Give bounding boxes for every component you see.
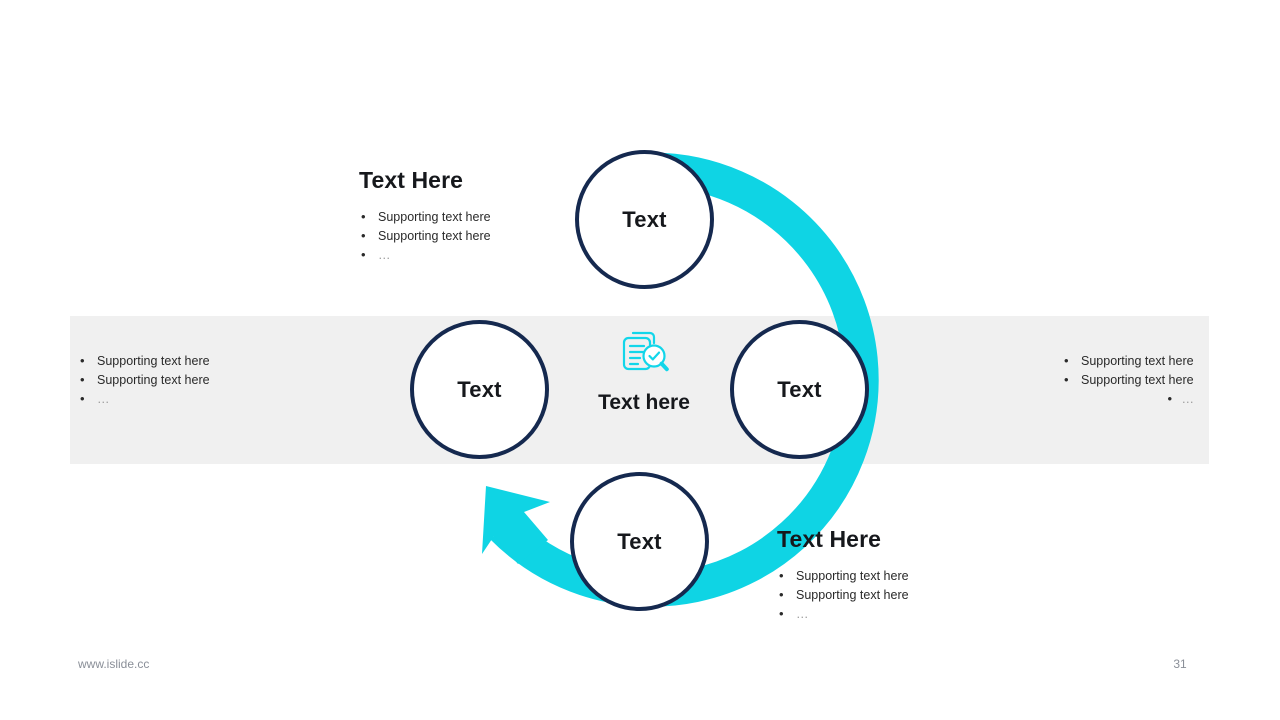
cycle-node-top-label: Text (622, 206, 667, 232)
list-item: Supporting text here (777, 585, 909, 605)
list-item: … (777, 604, 909, 624)
list-item: Supporting text here (359, 226, 491, 246)
background-band (70, 316, 1209, 464)
arrow-head-icon (482, 486, 550, 564)
text-block-right: Supporting text here Supporting text her… (1062, 351, 1202, 409)
cycle-node-bottom-label: Text (617, 528, 662, 554)
cycle-node-right[interactable]: Text (730, 320, 869, 459)
text-block-top-left: Text Here Supporting text here Supportin… (359, 167, 491, 265)
text-block-left-bullets: Supporting text here Supporting text her… (78, 351, 210, 409)
list-item: Supporting text here (1062, 351, 1202, 371)
cycle-node-top[interactable]: Text (575, 150, 714, 289)
list-item: Supporting text here (359, 207, 491, 227)
center-caption: Text here (598, 391, 690, 414)
list-item: … (359, 245, 491, 265)
cycle-node-bottom[interactable]: Text (570, 472, 709, 611)
cycle-node-right-label: Text (777, 376, 822, 402)
text-block-right-bullets: Supporting text here Supporting text her… (1062, 351, 1202, 409)
footer-url[interactable]: www.islide.cc (78, 657, 150, 671)
list-item: … (78, 389, 210, 409)
list-item: … (1062, 389, 1202, 409)
document-check-magnifier-icon (617, 326, 671, 376)
footer-page-number: 31 (1173, 657, 1187, 671)
list-item: Supporting text here (78, 351, 210, 371)
cycle-node-left[interactable]: Text (410, 320, 549, 459)
text-block-bottom-right-bullets: Supporting text here Supporting text her… (777, 566, 909, 624)
text-block-bottom-right-title: Text Here (777, 526, 882, 552)
text-block-left: Supporting text here Supporting text her… (78, 351, 210, 409)
text-block-top-left-title: Text Here (359, 167, 464, 193)
list-item: Supporting text here (1062, 370, 1202, 390)
list-item: Supporting text here (777, 566, 909, 586)
list-item: Supporting text here (78, 370, 210, 390)
text-block-top-left-bullets: Supporting text here Supporting text her… (359, 207, 491, 265)
cycle-node-left-label: Text (457, 376, 502, 402)
text-block-bottom-right: Text Here Supporting text here Supportin… (777, 526, 909, 624)
